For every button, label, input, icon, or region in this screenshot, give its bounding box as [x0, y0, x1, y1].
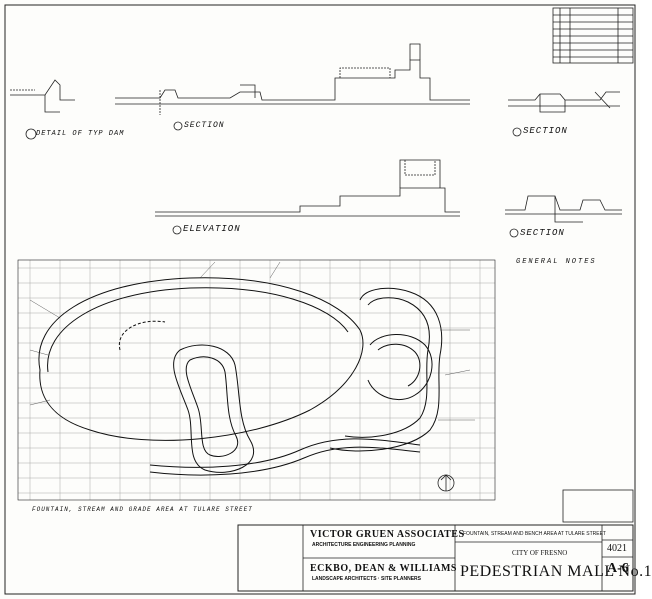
section-title-left: SECTION [184, 121, 225, 130]
firm-name-gruen: VICTOR GRUEN ASSOCIATES [310, 529, 465, 540]
firm-subtitle-eckbo: LANDSCAPE ARCHITECTS · SITE PLANNERS [312, 576, 421, 582]
sheet-description: FOUNTAIN, STREAM AND BENCH AREA AT TULAR… [463, 531, 606, 537]
firm-subtitle-gruen: ARCHITECTURE ENGINEERING PLANNING [312, 542, 416, 548]
job-number: 4021 [607, 543, 627, 554]
general-notes-title: GENERAL NOTES [516, 258, 597, 266]
dam-detail-title: DETAIL OF TYP DAM [36, 130, 125, 138]
title-block [237, 524, 634, 592]
section-title-lower-right: SECTION [520, 228, 565, 238]
firm-name-eckbo: ECKBO, DEAN & WILLIAMS [310, 563, 457, 574]
fountain-plan [38, 277, 443, 476]
sheet-number: A-6 [607, 561, 629, 576]
client-name: CITY OF FRESNO [512, 549, 568, 557]
plan-grid [18, 260, 495, 500]
plan-title: FOUNTAIN, STREAM AND GRADE AREA AT TULAR… [32, 506, 253, 513]
section-title-right: SECTION [523, 126, 568, 136]
revision-table [552, 7, 634, 64]
project-title: PEDESTRIAN MALL No.1 [460, 563, 652, 580]
elevation-title: ELEVATION [183, 224, 241, 234]
